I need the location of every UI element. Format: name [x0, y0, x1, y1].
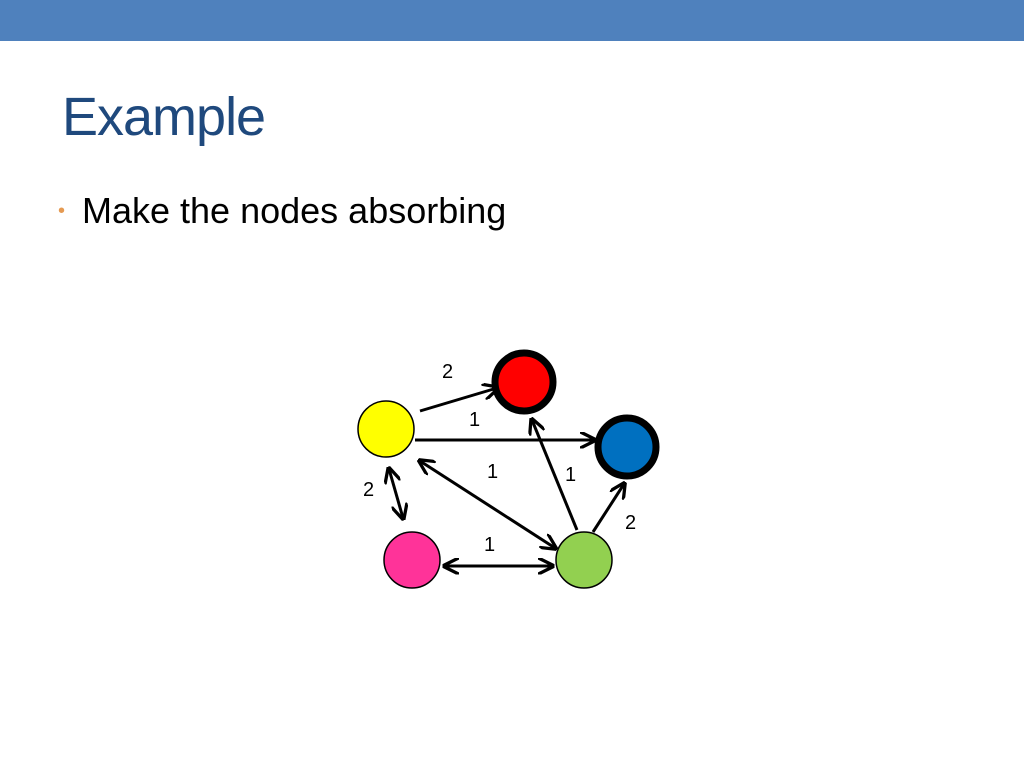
- edge-green-blue: [591, 484, 624, 533]
- edge-label-green-red: 1: [565, 464, 576, 486]
- edge-label-yellow-blue: 1: [469, 409, 480, 431]
- edge-yellow-pink: [389, 469, 403, 518]
- bullet-dot-icon: •: [58, 200, 66, 222]
- node-red: [491, 349, 557, 415]
- edge-label-green-yellow: 1: [487, 461, 498, 483]
- edge-green-red: [532, 420, 579, 531]
- node-green: [555, 531, 613, 589]
- bullet-text: Make the nodes absorbing: [82, 190, 507, 231]
- edge-label-yellow-pink: 2: [363, 479, 374, 501]
- bullet-item: • Make the nodes absorbing: [58, 186, 506, 236]
- edge-yellow-red: [419, 388, 497, 413]
- node-blue: [594, 414, 660, 480]
- edge-green-yellow: [420, 461, 555, 548]
- node-yellow: [357, 400, 415, 458]
- slide-title: Example: [62, 87, 266, 147]
- top-bar: [0, 0, 1024, 41]
- edge-label-pink-green: 1: [484, 534, 495, 556]
- node-pink: [383, 531, 441, 589]
- edge-label-yellow-red: 2: [442, 361, 453, 383]
- edge-label-green-blue: 2: [625, 512, 636, 534]
